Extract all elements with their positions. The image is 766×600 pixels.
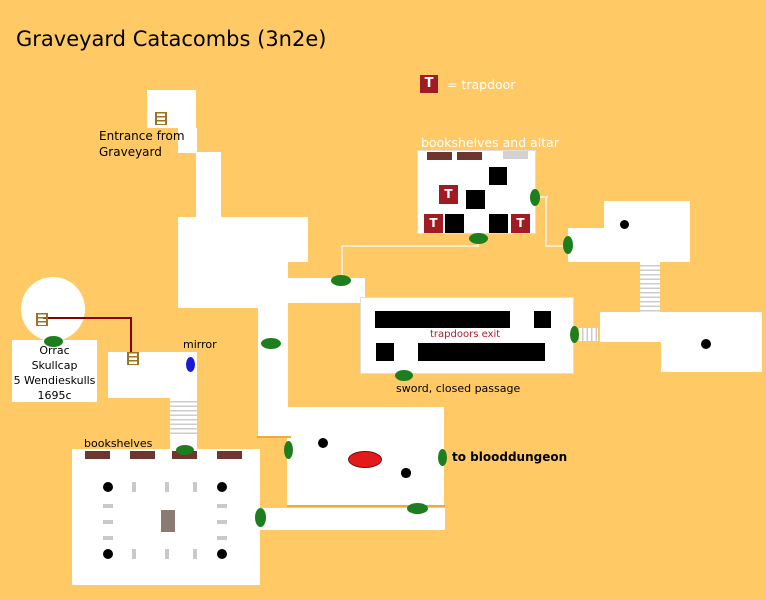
connector-cream-east: [545, 196, 547, 247]
table-block: [375, 311, 510, 328]
room-trapdoors-room: [360, 297, 574, 374]
room-entrance-step: [178, 128, 197, 153]
room-northeast-room: [604, 201, 690, 262]
altar: [503, 151, 528, 159]
connector-maroon: [130, 317, 132, 353]
room-lower-block: [178, 262, 260, 308]
center-table: [161, 510, 175, 532]
marker-dot: [217, 482, 227, 492]
door-oval: [395, 369, 413, 381]
marker-dot: [103, 482, 113, 492]
table-block: [489, 214, 508, 233]
marker-dot: [318, 438, 328, 448]
connector-cream-altar: [341, 245, 479, 247]
bench-tick: [165, 549, 169, 559]
bench-tick: [165, 482, 169, 492]
room-bottom-corridor: [260, 508, 445, 530]
bookshelf: [85, 451, 110, 459]
connector-maroon: [43, 317, 132, 319]
bench-tick: [193, 549, 197, 559]
door-oval: [331, 274, 351, 286]
door-oval: [530, 188, 540, 206]
marker-dot: [217, 549, 227, 559]
table-block: [445, 214, 464, 233]
entrance-ladder: [155, 112, 167, 125]
southeast-door-ladder: [579, 328, 598, 341]
mirror-room-stairs: [170, 398, 197, 434]
room-southeast-room: [661, 312, 762, 372]
door-oval: [283, 441, 293, 459]
bench-tick: [217, 520, 227, 524]
circle-room-ladder: [36, 313, 48, 326]
table-block: [534, 311, 551, 328]
door-oval-blooddungeon: [437, 448, 447, 466]
door-oval: [176, 445, 194, 455]
connector-cream-east: [540, 196, 548, 198]
door-oval: [254, 507, 266, 527]
table-block: [376, 343, 394, 361]
room-mirror-room: [108, 352, 197, 398]
room-landing-corridor: [178, 217, 308, 262]
room-shop-sign-box: [12, 340, 97, 402]
door-oval: [43, 335, 63, 347]
northeast-stairs: [640, 262, 660, 312]
bookshelf: [172, 451, 197, 459]
table-block: [489, 167, 507, 185]
marker-dot: [401, 468, 411, 478]
trapdoor-marker: T: [511, 214, 530, 233]
bookshelf: [427, 152, 452, 160]
bench-tick: [132, 482, 136, 492]
bench-tick: [193, 482, 197, 492]
door-oval: [569, 325, 579, 343]
closed-passage-line: [257, 436, 291, 438]
bench-tick: [103, 520, 113, 524]
marker-dot: [103, 549, 113, 559]
bookshelf: [217, 451, 242, 459]
room-northeast-room-arm: [568, 228, 605, 262]
bench-tick: [132, 549, 136, 559]
room-southeast-strip: [600, 312, 661, 342]
mirror-oval: [185, 356, 195, 372]
door-oval: [563, 236, 573, 254]
closed-passage-line: [287, 505, 445, 507]
room-entrance-column: [196, 152, 221, 218]
marker-dot: [701, 339, 711, 349]
bookshelf: [457, 152, 482, 160]
door-oval: [261, 337, 281, 349]
mirror-room-ladder: [127, 352, 139, 365]
trapdoor-marker: T: [424, 214, 443, 233]
door-oval: [406, 502, 428, 514]
room-horizontal-corridor: [288, 278, 365, 303]
table-block: [418, 343, 545, 361]
connector-cream-altar: [477, 241, 479, 247]
bench-tick: [217, 536, 227, 540]
connector-cream-east: [545, 245, 564, 247]
table-block: [466, 190, 485, 209]
marker-dot: [619, 219, 629, 229]
trapdoor-marker: T: [439, 185, 458, 204]
door-oval: [468, 232, 488, 244]
circle-room: [21, 277, 85, 341]
room-vertical-corridor: [258, 262, 288, 436]
bench-tick: [103, 504, 113, 508]
danger-oval: [348, 450, 382, 468]
bookshelf: [130, 451, 155, 459]
bench-tick: [217, 504, 227, 508]
bench-tick: [103, 536, 113, 540]
connector-cream-altar: [341, 245, 343, 279]
